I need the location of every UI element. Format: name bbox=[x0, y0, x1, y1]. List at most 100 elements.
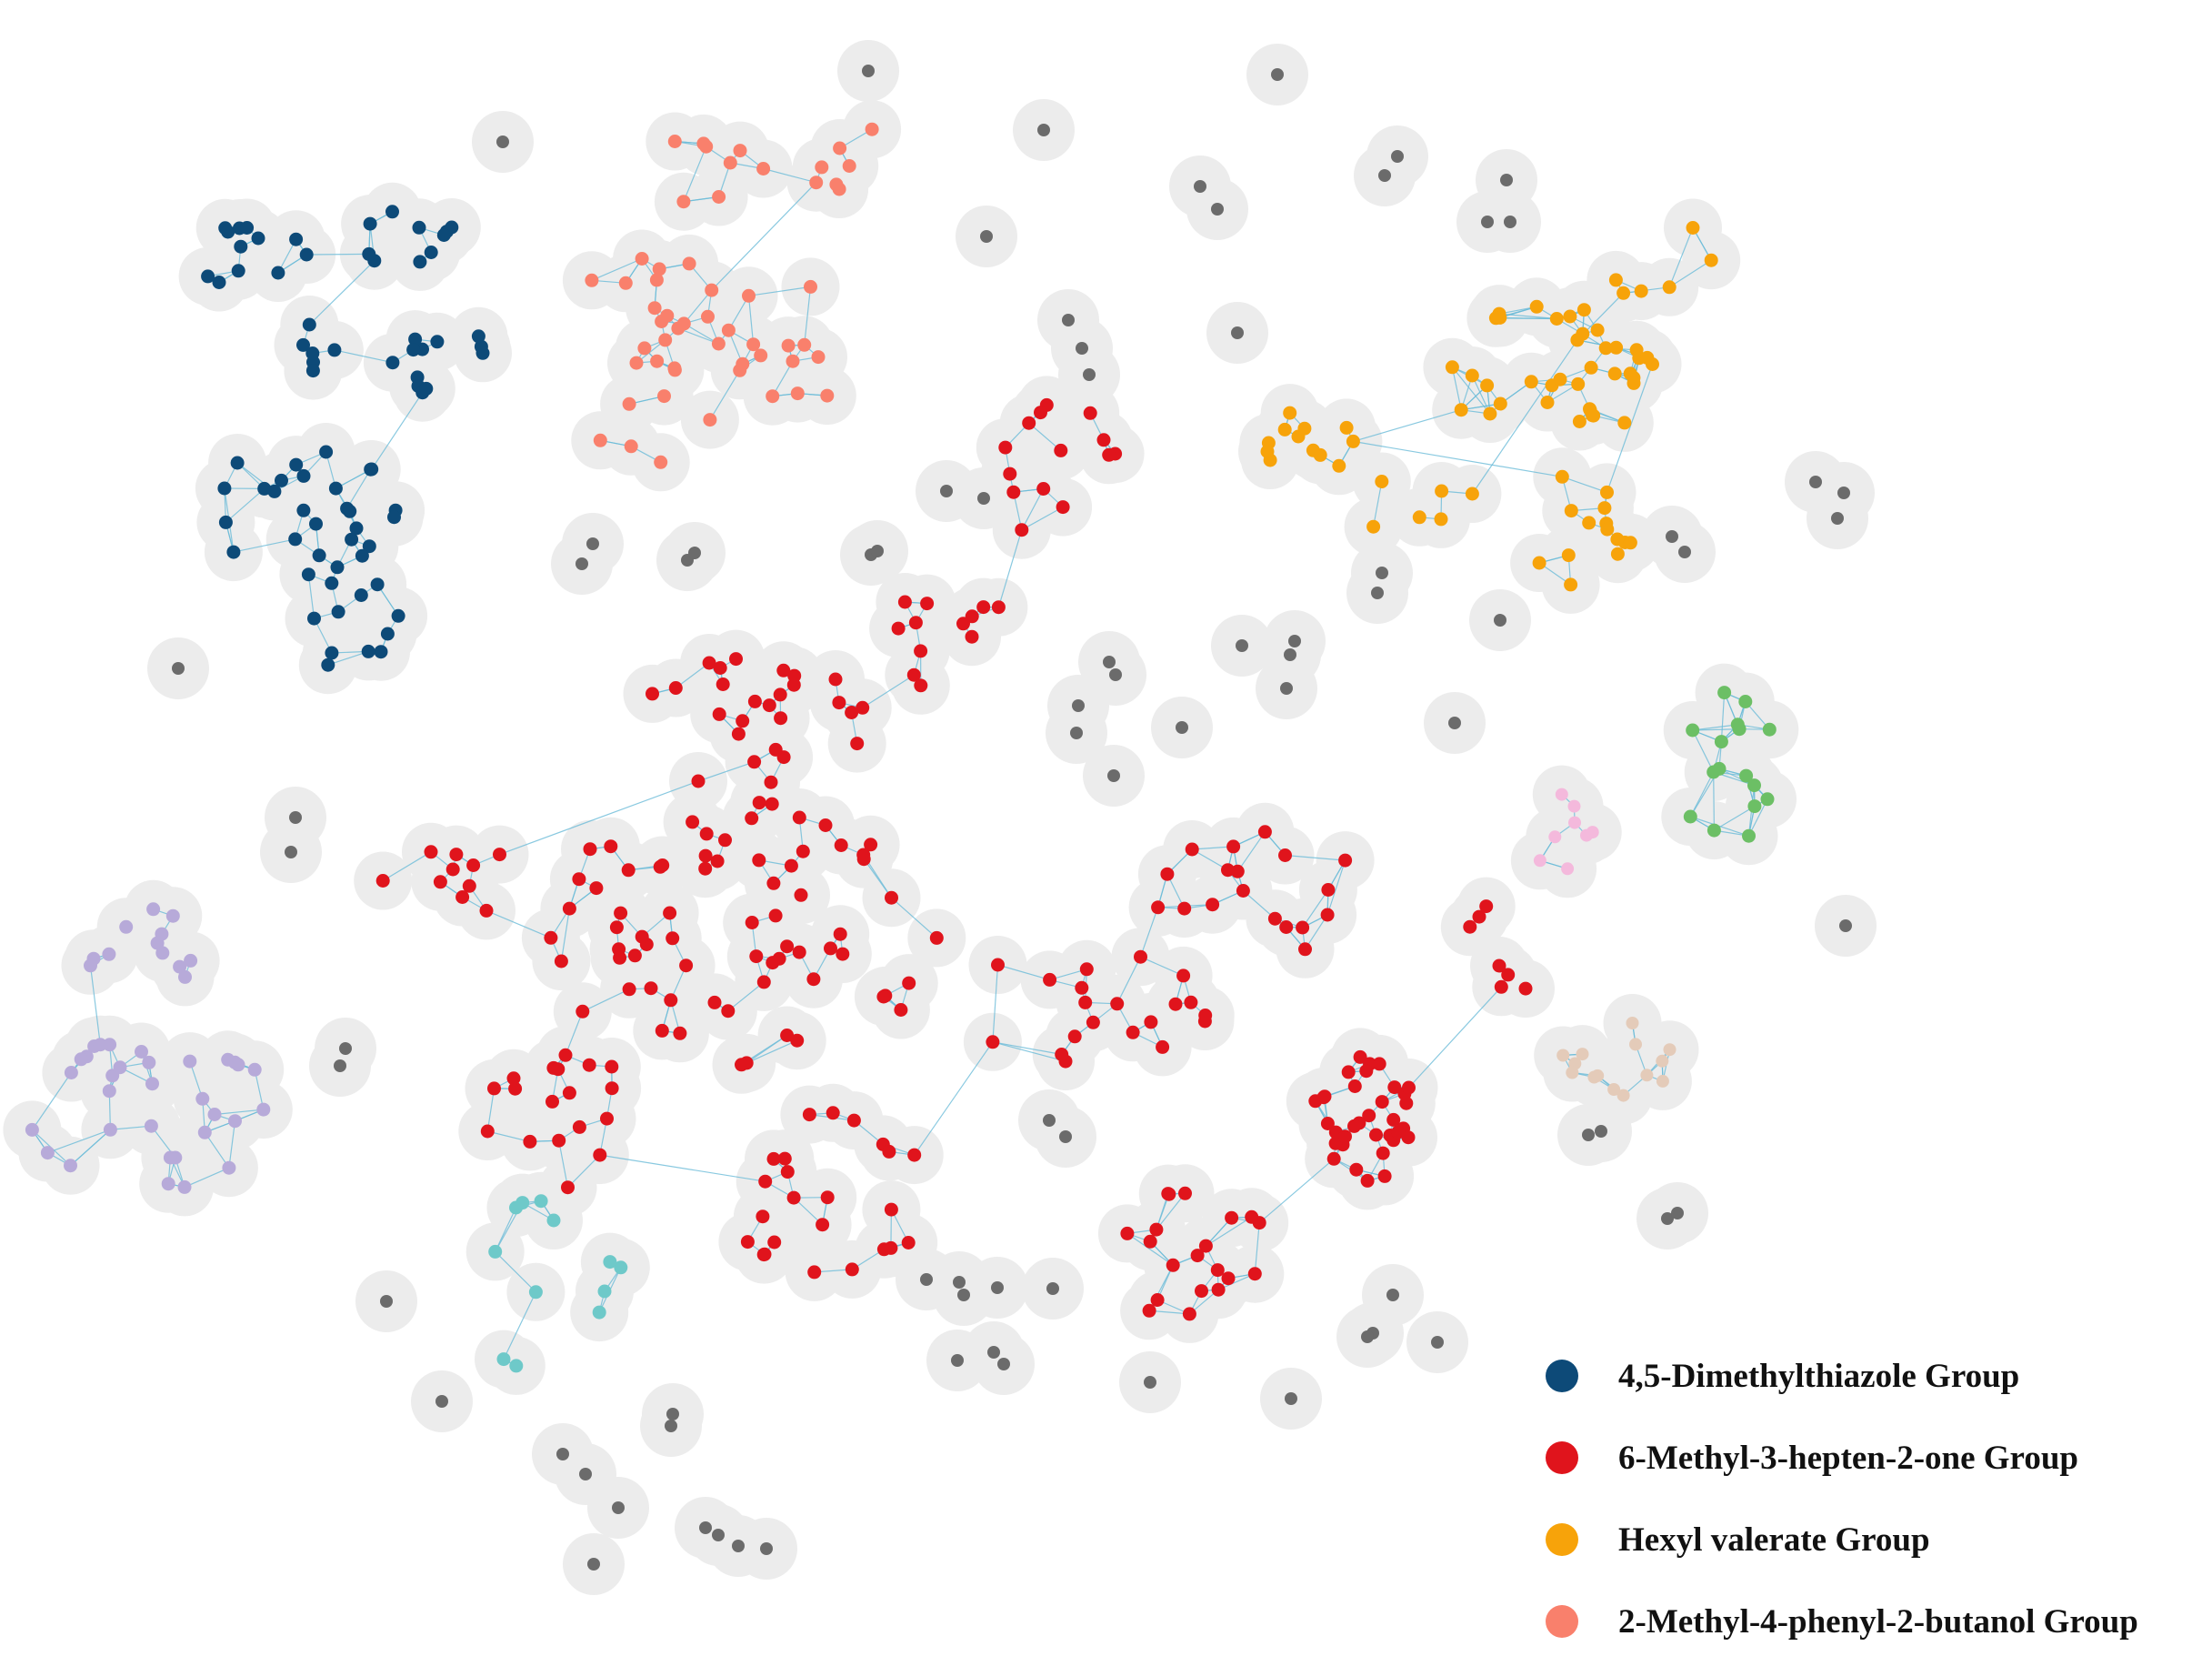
network-node bbox=[509, 1359, 524, 1373]
network-node bbox=[1144, 1376, 1156, 1389]
network-node bbox=[765, 797, 779, 811]
network-node bbox=[257, 481, 272, 496]
network-node bbox=[747, 694, 762, 708]
network-node bbox=[1360, 1173, 1375, 1188]
network-node bbox=[712, 1529, 725, 1541]
network-node bbox=[1494, 614, 1506, 627]
network-node bbox=[221, 1052, 235, 1067]
network-node bbox=[1279, 920, 1294, 934]
network-node bbox=[1371, 587, 1384, 599]
network-node bbox=[1297, 421, 1312, 436]
network-node bbox=[289, 457, 304, 472]
network-node bbox=[84, 958, 97, 973]
network-node bbox=[1076, 342, 1088, 355]
network-edge bbox=[997, 529, 1023, 607]
network-edge bbox=[891, 897, 937, 938]
network-node bbox=[1375, 1095, 1389, 1109]
network-edge bbox=[371, 392, 424, 470]
network-node bbox=[1267, 911, 1282, 926]
network-node bbox=[766, 876, 781, 890]
network-edge bbox=[486, 1088, 495, 1132]
network-node bbox=[766, 956, 780, 970]
network-node bbox=[716, 677, 730, 691]
network-node bbox=[766, 1151, 781, 1166]
network-node bbox=[1555, 469, 1569, 484]
network-node bbox=[906, 667, 921, 682]
network-node bbox=[1678, 546, 1691, 558]
network-node bbox=[1178, 1186, 1192, 1200]
network-node bbox=[387, 510, 401, 525]
network-node bbox=[424, 246, 438, 259]
network-node bbox=[718, 833, 732, 848]
network-node bbox=[614, 906, 628, 920]
network-node bbox=[647, 301, 662, 316]
network-node bbox=[218, 515, 233, 529]
network-node bbox=[93, 1038, 107, 1052]
network-edge bbox=[1191, 848, 1228, 871]
network-node bbox=[756, 162, 771, 176]
network-node bbox=[1738, 695, 1753, 708]
network-node bbox=[1347, 1119, 1361, 1133]
network-node bbox=[1349, 1162, 1364, 1177]
network-node bbox=[1161, 1187, 1176, 1201]
network-node bbox=[1839, 919, 1852, 932]
network-node bbox=[362, 246, 376, 261]
network-node bbox=[997, 1358, 1010, 1370]
network-edge bbox=[558, 1140, 569, 1188]
network-node bbox=[1134, 949, 1147, 964]
network-node bbox=[419, 381, 434, 396]
network-node bbox=[562, 1086, 576, 1100]
network-node bbox=[745, 916, 759, 929]
network-node bbox=[604, 839, 618, 854]
network-node bbox=[667, 361, 682, 376]
network-node bbox=[790, 1033, 805, 1048]
network-node bbox=[449, 848, 464, 862]
network-node bbox=[1663, 1043, 1677, 1057]
network-node bbox=[1686, 221, 1700, 235]
network-node bbox=[1555, 788, 1568, 801]
network-node bbox=[305, 364, 320, 378]
network-node bbox=[1570, 333, 1585, 347]
network-node bbox=[1059, 1130, 1072, 1143]
network-node bbox=[1532, 556, 1546, 570]
network-node bbox=[1339, 420, 1354, 435]
network-node bbox=[430, 335, 445, 349]
network-node bbox=[217, 481, 232, 496]
network-node bbox=[1226, 839, 1241, 854]
network-node bbox=[1043, 1114, 1056, 1127]
network-node bbox=[349, 521, 364, 536]
network-node bbox=[733, 144, 747, 158]
network-node bbox=[845, 706, 859, 719]
network-node bbox=[1369, 1128, 1383, 1142]
network-node bbox=[713, 661, 727, 675]
network-node bbox=[102, 1084, 116, 1099]
network-node bbox=[824, 941, 837, 956]
network-node bbox=[435, 1395, 448, 1408]
network-node bbox=[165, 908, 180, 923]
network-node bbox=[1376, 567, 1388, 579]
network-edge bbox=[327, 650, 369, 666]
network-node bbox=[582, 1058, 596, 1072]
network-node bbox=[701, 309, 715, 324]
network-node bbox=[328, 481, 343, 496]
network-node bbox=[1070, 727, 1083, 739]
network-node bbox=[1391, 1125, 1406, 1139]
network-node bbox=[319, 445, 334, 459]
network-node bbox=[1347, 1079, 1362, 1093]
network-edge bbox=[992, 1041, 1062, 1056]
network-node bbox=[1184, 995, 1198, 1009]
network-node bbox=[1211, 203, 1224, 216]
network-node bbox=[1584, 360, 1598, 375]
network-node bbox=[696, 136, 711, 151]
network-node bbox=[612, 942, 626, 957]
network-node bbox=[735, 1058, 748, 1072]
legend-item-dimethylthiazole: 4,5-Dimethylthiazole Group bbox=[1546, 1335, 2200, 1417]
network-node bbox=[652, 262, 666, 276]
network-node bbox=[119, 919, 134, 934]
network-node bbox=[102, 947, 116, 961]
network-node bbox=[1361, 1330, 1374, 1343]
network-node bbox=[312, 548, 326, 563]
network-node bbox=[212, 276, 226, 289]
network-edge bbox=[591, 257, 643, 281]
network-node bbox=[786, 677, 801, 692]
